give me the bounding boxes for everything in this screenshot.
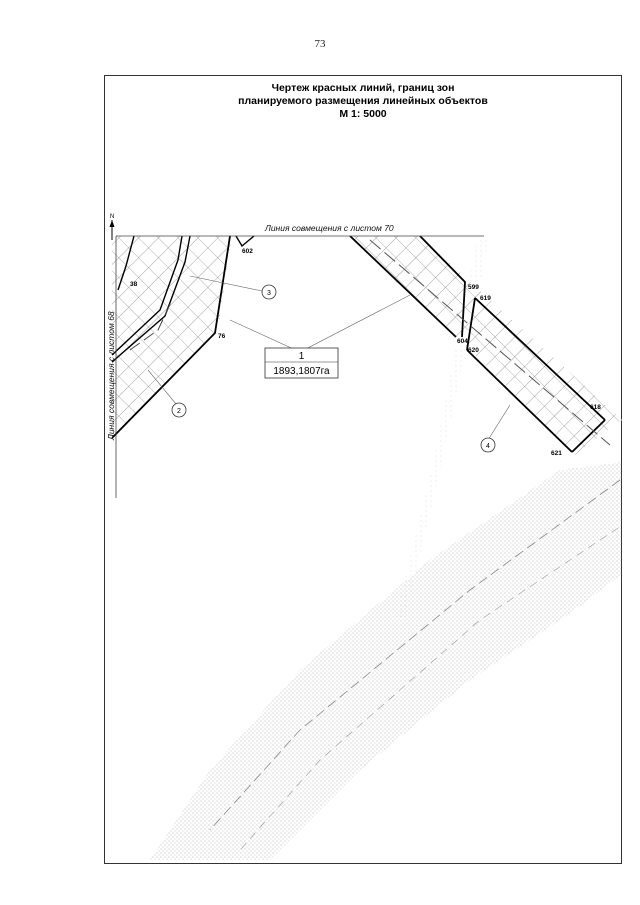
right-corridor-upper-edge	[474, 297, 606, 421]
point-602: 602	[242, 248, 253, 255]
point-620: 620	[468, 347, 479, 354]
zone-area: 1893,1807га	[273, 366, 330, 377]
title-line-2: планируемого размещения линейных объекто…	[238, 95, 488, 107]
left-corridor-boundary	[111, 236, 231, 439]
match-line-top-label: Линия совмещения с листом 70	[264, 223, 394, 233]
point-621: 621	[551, 450, 562, 457]
title-scale: М 1: 5000	[339, 108, 387, 120]
right-corridor-dashed	[369, 239, 611, 446]
right-corridor-boundary-top	[419, 236, 466, 338]
callout-3-label: 3	[267, 290, 271, 297]
point-38: 38	[130, 281, 138, 288]
point-599: 599	[468, 284, 479, 291]
stippled-road-band	[150, 462, 622, 860]
right-corridor-619-line	[466, 297, 476, 351]
road-dashed-line-2	[239, 524, 622, 851]
callout-4-label: 4	[486, 443, 490, 450]
right-corridor-lower-edge	[466, 349, 573, 453]
leader-callout-3	[189, 275, 263, 292]
point-604: 604	[457, 338, 468, 345]
callout-2: 2	[171, 402, 187, 418]
match-line-left-label: Линия совмещения с листом 68	[106, 311, 116, 441]
north-arrow-letter: N	[110, 214, 114, 220]
title-line-1: Чертеж красных линий, границ зон	[271, 82, 455, 94]
left-corridor-zone	[112, 236, 232, 440]
drawing-title: Чертеж красных линий, границ зон планиру…	[104, 82, 622, 121]
right-corridor-boundary-lower	[349, 236, 457, 338]
left-corridor-inner-line-2	[111, 236, 191, 363]
point-618: 618	[590, 404, 601, 411]
left-corridor-inner-line-1	[111, 236, 183, 356]
zone-602-edge	[235, 236, 255, 248]
callout-4: 4	[480, 437, 496, 453]
north-arrow-icon: N	[109, 214, 115, 240]
leader-callout-4	[487, 404, 511, 441]
point-76: 76	[218, 333, 226, 340]
leader-callout-2	[147, 369, 177, 405]
callout-3: 3	[261, 284, 277, 300]
left-corridor-dashed	[129, 299, 173, 351]
callout-2-label: 2	[177, 408, 181, 415]
page-number: 73	[314, 38, 326, 50]
zone-number: 1	[299, 351, 305, 362]
zone-label-box: 1 1893,1807га	[264, 347, 339, 379]
right-corridor-zone	[350, 236, 622, 455]
road-dashed-line	[209, 479, 621, 831]
leader-zone-1	[229, 294, 411, 353]
point-619: 619	[480, 295, 491, 302]
left-corridor-edge	[117, 236, 135, 291]
right-corridor-end	[571, 419, 606, 453]
